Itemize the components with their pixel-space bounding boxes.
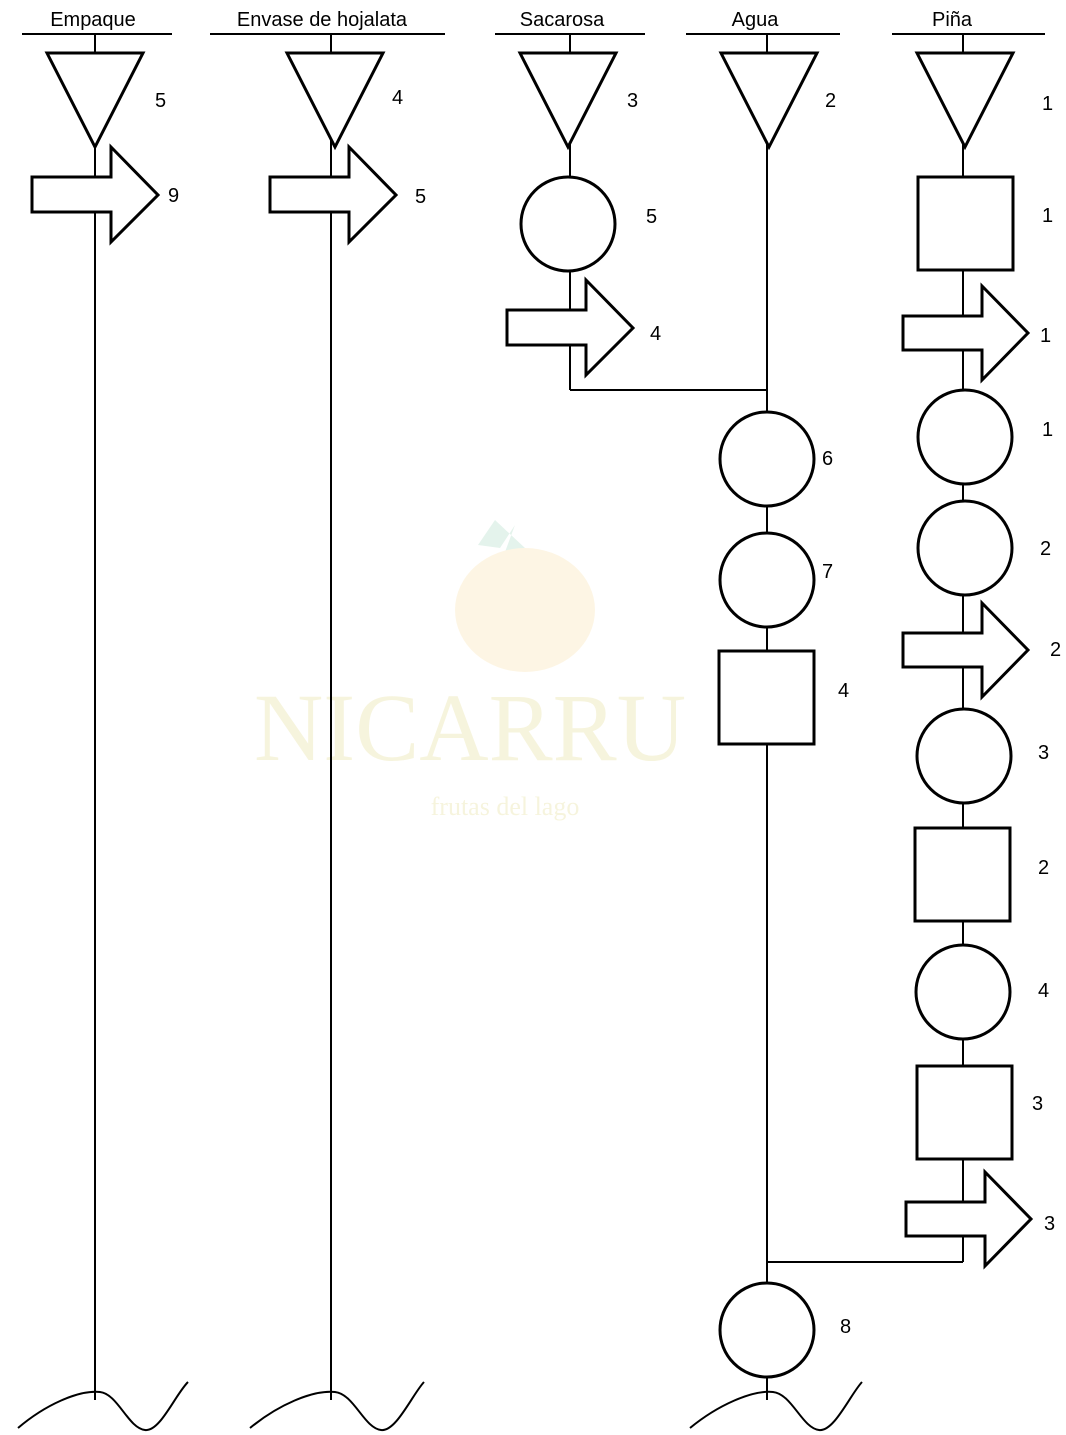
inspection-symbol: [918, 177, 1013, 270]
step-number: 5: [415, 186, 426, 208]
operation-symbol: [521, 177, 615, 271]
step-number: 4: [392, 87, 403, 109]
header-pina: Piña: [932, 9, 973, 31]
transport-arrow-symbol: [903, 286, 1028, 380]
step-number: 2: [1040, 538, 1051, 560]
step-number: 1: [1042, 93, 1053, 115]
step-number: 9: [168, 185, 179, 207]
column-agua: 2 6 7 4 8: [719, 53, 851, 1377]
column-pina: 1 1 1 1 2 2 3 2 4 3 3: [903, 53, 1061, 1266]
transport-arrow-symbol: [270, 147, 396, 242]
step-number: 1: [1042, 205, 1053, 227]
step-number: 1: [1042, 419, 1053, 441]
step-number: 4: [650, 323, 661, 345]
column-envase-de-hojalata: 4 5: [270, 53, 426, 242]
watermark: NICARRU frutas del lago: [254, 520, 686, 821]
transport-arrow-symbol: [903, 603, 1028, 697]
step-number: 4: [838, 680, 849, 702]
storage-symbol: [917, 53, 1013, 147]
operation-symbol: [917, 709, 1011, 803]
step-number: 3: [1044, 1213, 1055, 1235]
step-number: 3: [1038, 742, 1049, 764]
step-number: 3: [627, 90, 638, 112]
watermark-fruit: [455, 548, 595, 672]
watermark-tagline: frutas del lago: [431, 792, 580, 821]
watermark-leaves: [478, 520, 525, 552]
step-number: 1: [1040, 325, 1051, 347]
operation-symbol: [720, 1283, 814, 1377]
step-number: 7: [822, 561, 833, 583]
step-number: 8: [840, 1316, 851, 1338]
header-envase-de-hojalata: Envase de hojalata: [237, 9, 408, 31]
header-agua: Agua: [732, 9, 780, 31]
storage-symbol: [721, 53, 817, 147]
step-number: 4: [1038, 980, 1049, 1002]
step-number: 6: [822, 448, 833, 470]
step-number: 5: [155, 90, 166, 112]
header-empaque: Empaque: [50, 9, 136, 31]
inspection-symbol: [917, 1066, 1012, 1159]
operation-symbol: [918, 501, 1012, 595]
column-headers: Empaque Envase de hojalata Sacarosa Agua…: [22, 9, 1045, 34]
step-number: 2: [1050, 639, 1061, 661]
watermark-name: NICARRU: [254, 674, 686, 781]
header-sacarosa: Sacarosa: [520, 9, 605, 31]
storage-symbol: [287, 53, 383, 147]
operation-symbol: [918, 390, 1012, 484]
operation-symbol: [720, 412, 814, 506]
inspection-symbol: [719, 651, 814, 744]
step-number: 2: [825, 90, 836, 112]
storage-symbol: [520, 53, 616, 147]
storage-symbol: [47, 53, 143, 147]
column-empaque: 5 9: [32, 53, 179, 242]
operation-symbol: [916, 945, 1010, 1039]
inspection-symbol: [915, 828, 1010, 921]
step-number: 2: [1038, 857, 1049, 879]
transport-arrow-symbol: [906, 1172, 1031, 1266]
step-number: 3: [1032, 1093, 1043, 1115]
break-lines: [18, 1382, 862, 1430]
step-number: 5: [646, 206, 657, 228]
operation-symbol: [720, 533, 814, 627]
column-sacarosa: 3 5 4: [507, 53, 661, 375]
